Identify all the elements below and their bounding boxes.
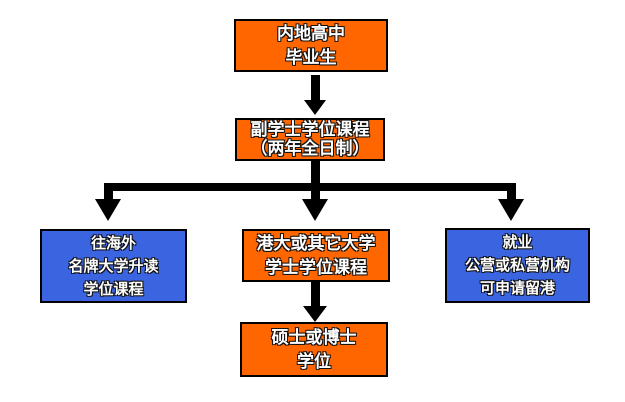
arrow-down-icon — [302, 199, 328, 221]
arrow-stem-bachelor-to-postgraduate — [311, 282, 320, 307]
arrow-stem-top-to-associate — [311, 75, 320, 101]
node-mainland-high-school-graduates: 内地高中 毕业生 — [234, 19, 388, 72]
connector-stem-left — [104, 183, 113, 200]
node-employment: 就业 公营或私营机构 可申请留港 — [445, 228, 590, 303]
connector-branch-bar — [104, 183, 516, 191]
arrow-down-icon — [498, 199, 524, 221]
arrow-down-icon — [304, 100, 326, 115]
connector-stem-right — [507, 183, 516, 200]
arrow-down-icon — [95, 199, 121, 221]
node-bachelor-degree-programme: 港大或其它大学 学士学位课程 — [242, 229, 390, 282]
connector-stem-associate — [311, 161, 320, 185]
node-overseas-universities: 往海外 名牌大学升读 学位课程 — [40, 229, 187, 303]
arrow-down-icon — [303, 306, 327, 322]
connector-stem-middle — [311, 183, 320, 200]
node-associate-degree-programme: 副学士学位课程 （两年全日制） — [235, 118, 385, 161]
node-master-or-doctor-degree: 硕士或博士 学位 — [240, 322, 388, 377]
